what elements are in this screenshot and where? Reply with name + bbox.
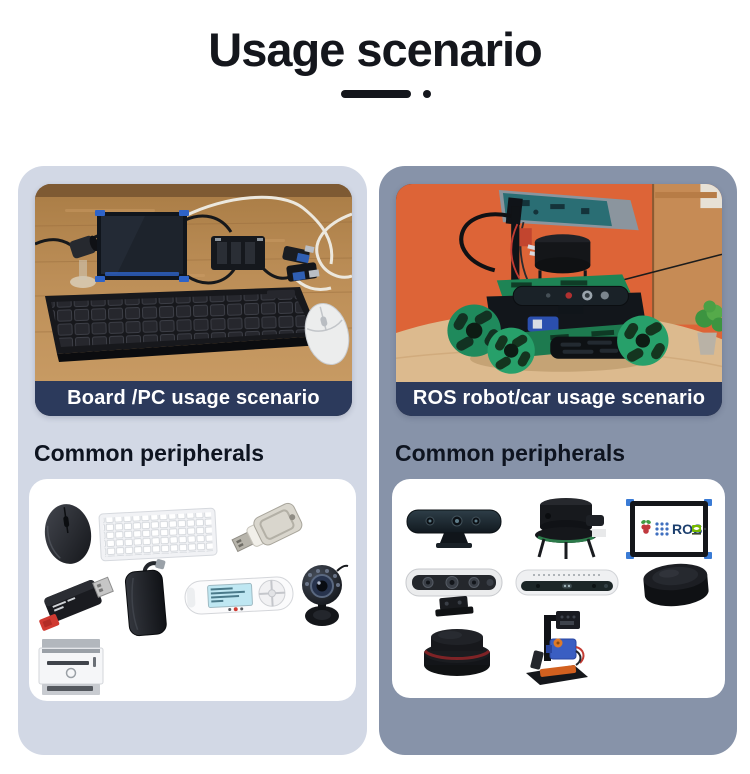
- webcam-icon: [295, 559, 349, 629]
- lidar-with-bracket-icon: [518, 491, 614, 561]
- underline-bar-icon: [341, 89, 411, 98]
- raspberry-pi-logo-icon: [640, 520, 651, 534]
- caption-board-pc-label: Board /PC usage scenario: [67, 387, 320, 409]
- lidar-puck-icon: [632, 555, 720, 615]
- desk-usb-hub: [282, 245, 320, 282]
- mecanum-wheels: [447, 304, 669, 374]
- laser-printer-icon: [33, 631, 109, 697]
- stereo-camera-icon: [402, 561, 506, 621]
- page-title: Usage scenario: [208, 23, 542, 76]
- caption-ros-robot-label: ROS robot/car usage scenario: [412, 387, 706, 410]
- usb-flash-drive-icon: [227, 499, 309, 559]
- underline-dot-icon: [423, 89, 431, 98]
- hdmi-display-ros-icon: ROS: [624, 495, 714, 563]
- pan-tilt-camera-kit-icon: [516, 607, 598, 689]
- board-pc-photo: [35, 184, 352, 381]
- desk-keyboard: [45, 287, 322, 362]
- usb-card-reader-icon: [33, 565, 117, 631]
- right-peripherals-card: ROS: [391, 479, 725, 698]
- depth-camera-white-icon: [512, 563, 622, 605]
- right-peripherals-heading: Common peripherals: [395, 440, 626, 466]
- wireless-mouse-icon: [37, 501, 99, 567]
- robot-car-illustration: [396, 184, 722, 382]
- desk-webcam: [69, 235, 99, 288]
- plant: [695, 300, 722, 355]
- lidar-red-ring-icon: [410, 621, 504, 681]
- panel-ros-robot: ROS robot/car usage scenario Common peri…: [379, 166, 737, 755]
- desk-mouse: [304, 302, 350, 366]
- white-keyboard-icon: [97, 505, 219, 563]
- portable-hard-drive-icon: [117, 557, 173, 641]
- board-pc-photo-card: Board /PC usage scenario: [35, 184, 352, 416]
- desk-sbc-board: [211, 236, 265, 270]
- desk-setup-illustration: [35, 184, 352, 381]
- panel-board-pc: Board /PC usage scenario Common peripher…: [18, 166, 367, 755]
- title-underline: [22, 89, 750, 98]
- ros-robot-photo-card: ROS robot/car usage scenario: [396, 184, 722, 416]
- depth-camera-icon: [402, 501, 506, 553]
- mp3-player-icon: [183, 571, 295, 619]
- left-peripherals-card: [29, 479, 356, 701]
- caption-ros-robot: ROS robot/car usage scenario: [396, 381, 722, 416]
- ros-dots-icon: [654, 522, 669, 536]
- caption-board-pc: Board /PC usage scenario: [35, 381, 352, 416]
- ros-robot-photo: [396, 184, 722, 382]
- left-peripherals-heading: Common peripherals: [34, 440, 265, 466]
- scenario-panels: Board /PC usage scenario Common peripher…: [18, 166, 737, 755]
- desk-monitor: [95, 210, 189, 282]
- nvidia-logo-icon: [691, 525, 701, 535]
- robot-car: [447, 190, 669, 374]
